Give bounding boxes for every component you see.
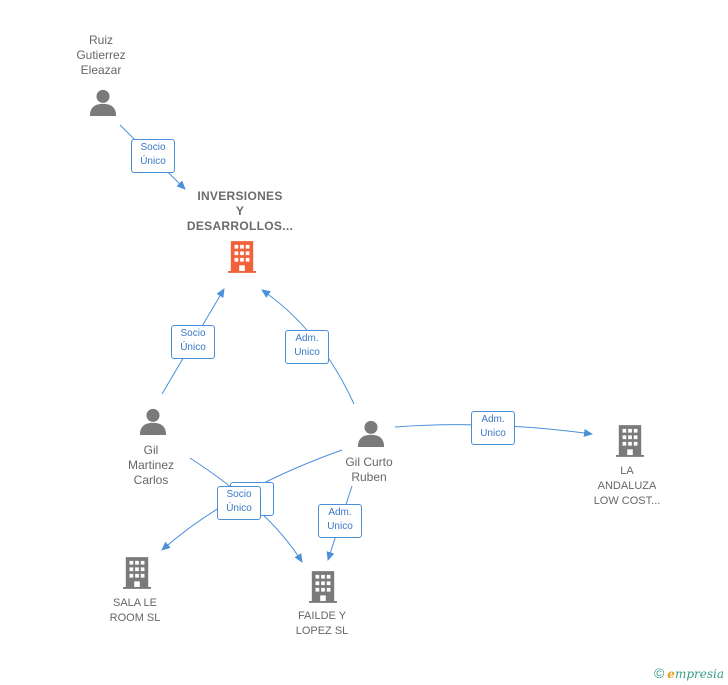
building-icon-sala[interactable]: [123, 557, 151, 589]
building-icon-failde[interactable]: [309, 571, 337, 603]
copyright-icon: ©: [653, 665, 665, 681]
node-label-gil-curto[interactable]: Gil Curto Ruben: [345, 455, 393, 484]
edge-label-socio-sala[interactable]: Socio Único: [217, 486, 261, 520]
node-label-failde[interactable]: FAILDE Y LOPEZ SL: [295, 610, 349, 637]
person-icon-gil-curto[interactable]: [357, 420, 385, 447]
node-label-ruiz[interactable]: Ruiz Gutierrez Eleazar: [76, 33, 126, 77]
edge-label-gilcurto-inversiones[interactable]: Adm. Unico: [285, 330, 329, 364]
edge-label-gilcurto-failde[interactable]: Adm. Unico: [318, 504, 362, 538]
node-label-sala[interactable]: SALA LE ROOM SL: [109, 597, 161, 624]
edge-label-gilcurto-andaluza[interactable]: Adm. Unico: [471, 411, 515, 445]
person-icon-gil-martinez[interactable]: [139, 408, 167, 435]
edge-label-ruiz-inversiones[interactable]: Socio Único: [131, 139, 175, 173]
building-icon-andaluza[interactable]: [616, 425, 644, 457]
person-icon-ruiz[interactable]: [89, 89, 117, 116]
building-icon-inversiones[interactable]: [228, 241, 256, 273]
node-label-andaluza[interactable]: LA ANDALUZA LOW COST...: [593, 465, 661, 507]
brand-logo[interactable]: ©empresia: [653, 665, 724, 681]
node-label-inversiones[interactable]: INVERSIONES Y DESARROLLOS...: [186, 189, 294, 233]
node-label-gil-martinez[interactable]: Gil Martinez Carlos: [127, 443, 175, 487]
edge-label-gilmartinez-inversiones[interactable]: Socio Único: [171, 325, 215, 359]
